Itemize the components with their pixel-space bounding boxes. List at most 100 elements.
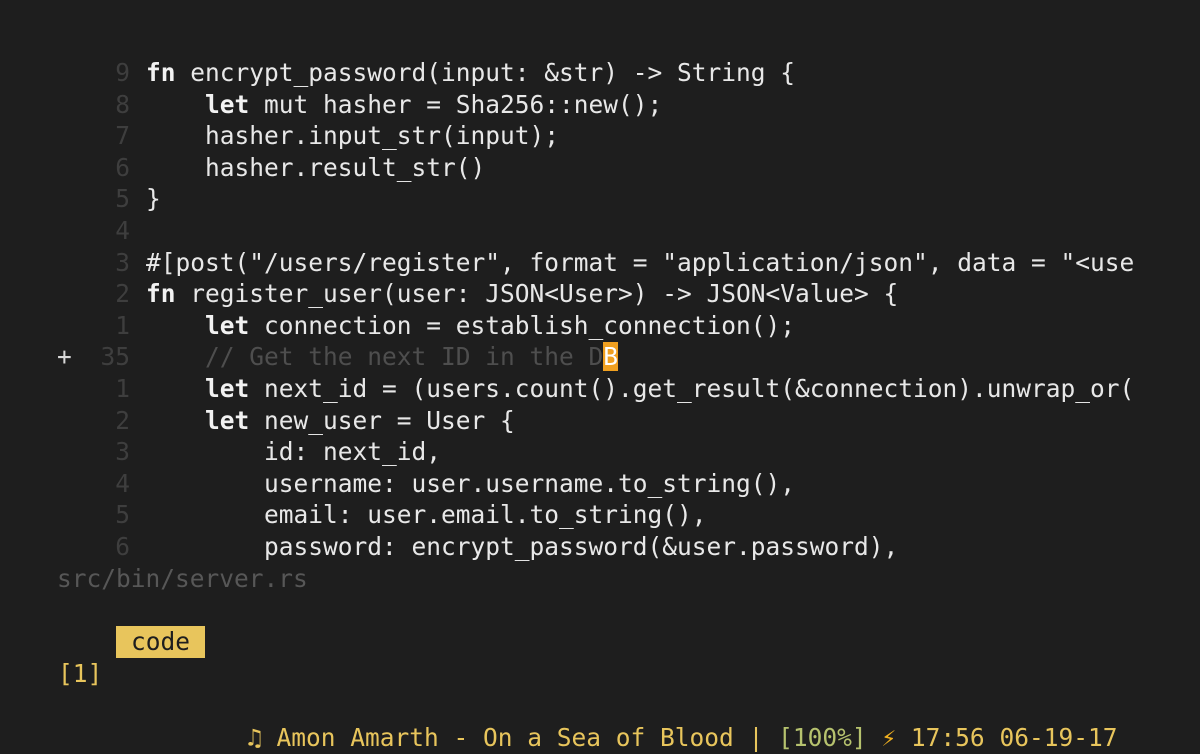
line-number-value: 2 bbox=[115, 405, 130, 435]
code-line-current[interactable]: +35 // Get the next ID in the DB bbox=[0, 341, 1200, 373]
code-line[interactable]: 9 fn encrypt_password(input: &str) -> Str… bbox=[0, 57, 1200, 89]
code-text: hasher.input_str(input); bbox=[146, 120, 559, 152]
code-token: new_user = User { bbox=[249, 405, 515, 435]
code-line[interactable]: 6 password: encrypt_password(&user.passw… bbox=[0, 531, 1200, 563]
code-text: let connection = establish_connection(); bbox=[146, 310, 795, 342]
indent bbox=[146, 406, 205, 435]
line-number: 8 bbox=[0, 89, 130, 121]
code-text: hasher.result_str() bbox=[146, 152, 485, 184]
line-number-value: 5 bbox=[115, 500, 130, 530]
line-number-value: 1 bbox=[115, 310, 130, 340]
code-token: password: encrypt_password(&user.passwor… bbox=[264, 531, 899, 561]
code-line[interactable]: 2 fn register_user(user: JSON<User>) -> J… bbox=[0, 278, 1200, 310]
code-line[interactable]: 8 let mut hasher = Sha256::new(); bbox=[0, 89, 1200, 121]
code-text: username: user.username.to_string(), bbox=[146, 468, 795, 500]
status-bar: [1] code ♫ Amon Amarth - On a Sea of Blo… bbox=[0, 626, 1200, 752]
line-number: 6 bbox=[0, 531, 130, 563]
indent bbox=[146, 500, 264, 529]
code-line[interactable]: 4 username: user.username.to_string(), bbox=[0, 468, 1200, 500]
text-cursor: B bbox=[603, 342, 619, 372]
line-number: 1 bbox=[0, 373, 130, 405]
code-text: let new_user = User { bbox=[146, 405, 515, 437]
music-note-icon: ♫ bbox=[247, 723, 262, 752]
code-token: hasher.result_str() bbox=[205, 152, 486, 182]
separator: | bbox=[748, 723, 764, 752]
line-number: 2 bbox=[0, 405, 130, 437]
line-number-value: 35 bbox=[100, 342, 130, 372]
line-number: 9 bbox=[0, 57, 130, 89]
code-token: mut hasher = Sha256::new(); bbox=[249, 89, 663, 119]
indent bbox=[146, 311, 205, 340]
line-number: 5 bbox=[0, 183, 130, 215]
code-line[interactable]: 6 hasher.result_str() bbox=[0, 152, 1200, 184]
code-token: } bbox=[146, 184, 161, 214]
code-text: let mut hasher = Sha256::new(); bbox=[146, 89, 662, 121]
code-token: encrypt_password(input: &str) -> String … bbox=[175, 58, 796, 87]
line-number-value: 5 bbox=[115, 184, 130, 214]
code-text: fn encrypt_password(input: &str) -> Stri… bbox=[146, 57, 795, 89]
code-line[interactable]: 3 #[post("/users/register", format = "app… bbox=[0, 247, 1200, 279]
keyword: let bbox=[205, 373, 250, 403]
code-line[interactable]: 3 id: next_id, bbox=[0, 436, 1200, 468]
line-number-value: 3 bbox=[115, 247, 130, 277]
line-number-value: 7 bbox=[115, 121, 130, 151]
indent bbox=[146, 342, 205, 371]
code-text: #[post("/users/register", format = "appl… bbox=[146, 247, 1134, 279]
now-playing: ♫ Amon Amarth - On a Sea of Blood | [100… bbox=[247, 722, 1117, 754]
code-line[interactable]: 4 bbox=[0, 215, 1200, 247]
indent bbox=[146, 437, 264, 466]
code-line[interactable]: 1 let next_id = (users.count().get_resul… bbox=[0, 373, 1200, 405]
code-text: id: next_id, bbox=[146, 436, 441, 468]
battery-level: [100%] bbox=[778, 723, 867, 752]
line-number-value: 6 bbox=[115, 152, 130, 182]
indent bbox=[146, 532, 264, 561]
line-number: 4 bbox=[0, 215, 130, 247]
line-number: 3 bbox=[0, 436, 130, 468]
code-token: email: user.email.to_string(), bbox=[264, 500, 707, 530]
line-number-value: 8 bbox=[115, 89, 130, 119]
code-text: let next_id = (users.count().get_result(… bbox=[146, 373, 1134, 405]
code-token: #[post("/users/register", format = "appl… bbox=[146, 247, 1135, 277]
indent bbox=[146, 90, 205, 119]
line-number-value: 2 bbox=[115, 279, 130, 309]
code-text: password: encrypt_password(&user.passwor… bbox=[146, 531, 898, 563]
line-number-value: 4 bbox=[115, 215, 130, 245]
code-line[interactable]: 7 hasher.input_str(input); bbox=[0, 120, 1200, 152]
workspace-tag[interactable]: code bbox=[116, 626, 205, 658]
code-text: email: user.email.to_string(), bbox=[146, 499, 707, 531]
code-text: // Get the next ID in the DB bbox=[146, 341, 619, 373]
line-number-value: 3 bbox=[115, 437, 130, 467]
line-number: 4 bbox=[0, 468, 130, 500]
indent bbox=[146, 469, 264, 498]
code-editor[interactable]: 9 fn encrypt_password(input: &str) -> Str… bbox=[0, 57, 1200, 563]
keyword: let bbox=[205, 89, 250, 119]
line-number: 3 bbox=[0, 247, 130, 279]
clock-date: 06-19-17 bbox=[999, 723, 1118, 752]
code-line[interactable]: 5} bbox=[0, 183, 1200, 215]
file-path: src/bin/server.rs bbox=[57, 564, 308, 593]
indent bbox=[146, 374, 205, 403]
comment: // Get the next ID in the D bbox=[205, 342, 604, 372]
keyword: let bbox=[205, 405, 250, 435]
line-number-value: 1 bbox=[115, 373, 130, 403]
code-line[interactable]: 5 email: user.email.to_string(), bbox=[0, 499, 1200, 531]
line-number: 7 bbox=[0, 120, 130, 152]
code-token: username: user.username.to_string(), bbox=[264, 468, 796, 498]
code-token: register_user(user: JSON<User>) -> JSON<… bbox=[175, 279, 899, 309]
code-token: connection = establish_connection(); bbox=[249, 310, 796, 340]
clock-time: 17:56 bbox=[910, 723, 985, 752]
line-number: 5 bbox=[0, 499, 130, 531]
diff-added-marker: + bbox=[57, 342, 72, 372]
line-number-value: 4 bbox=[115, 468, 130, 498]
line-number: 2 bbox=[0, 278, 130, 310]
keyword: let bbox=[205, 310, 250, 340]
lightning-bolt-icon: ⚡ bbox=[881, 723, 897, 752]
code-line[interactable]: 1 let connection = establish_connection(… bbox=[0, 310, 1200, 342]
keyword: fn bbox=[146, 58, 176, 87]
now-playing-text: Amon Amarth - On a Sea of Blood bbox=[276, 723, 734, 752]
workspace-indicator[interactable]: [1] bbox=[58, 659, 103, 688]
keyword: fn bbox=[146, 279, 176, 309]
line-number: +35 bbox=[0, 341, 130, 373]
indent bbox=[146, 121, 205, 150]
code-line[interactable]: 2 let new_user = User { bbox=[0, 405, 1200, 437]
